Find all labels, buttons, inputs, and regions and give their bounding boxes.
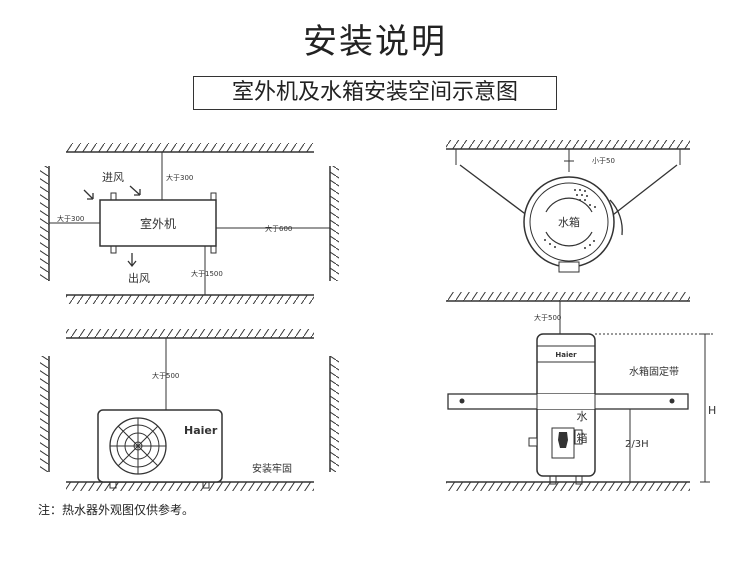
outdoor-top-panel: 室外机 大于300 大于300 大于600 大于1500 进风 出风 xyxy=(40,143,339,304)
air-out-label: 出风 xyxy=(128,271,150,285)
floor-hatch xyxy=(66,295,314,304)
left-wall-hatch xyxy=(40,166,49,281)
tank-top-panel: 小于50 水箱 xyxy=(446,140,690,273)
subtitle-box: 室外机及水箱安装空间示意图 xyxy=(193,76,557,110)
ceiling-hatch-4 xyxy=(446,292,690,301)
dim-top-label-2: 大于500 xyxy=(152,371,179,380)
tank-side-label-2: 箱 xyxy=(577,431,588,445)
outdoor-unit-box xyxy=(99,199,217,247)
page-title: 安装说明 xyxy=(303,22,447,62)
secure-label: 安装牢固 xyxy=(252,462,292,475)
floor-hatch-2 xyxy=(66,482,314,491)
left-wall-hatch-2 xyxy=(40,356,49,472)
ceiling-hatch-2 xyxy=(66,329,314,338)
floor-hatch-4 xyxy=(446,482,690,491)
air-in-arrow-right xyxy=(129,185,141,196)
vent-dots xyxy=(544,189,596,249)
tank-brand: Haier xyxy=(555,351,577,359)
dim-right-label: 大于600 xyxy=(265,224,292,233)
h-label: H xyxy=(708,404,716,417)
tank-side-panel: 大于500 Haier 水 箱 水箱固定带 H 2/3H xyxy=(446,292,716,491)
two-thirds-h-label: 2/3H xyxy=(625,439,649,450)
ceiling-hatch xyxy=(66,143,314,152)
dim-less-50: 小于50 xyxy=(592,156,615,165)
right-wall-hatch xyxy=(330,166,339,281)
dim-top-label: 大于300 xyxy=(166,173,193,182)
fan-icon xyxy=(109,417,167,475)
outdoor-side-panel: 大于500 Haier 安装牢固 xyxy=(40,329,339,491)
haier-logo: Haier xyxy=(184,424,218,437)
tank-side-label-1: 水 xyxy=(577,410,588,423)
tank-top-label: 水箱 xyxy=(558,215,580,229)
dim-bottom-label: 大于1500 xyxy=(191,269,223,278)
thermometer-icon xyxy=(558,432,568,448)
air-in-label: 进风 xyxy=(102,171,124,184)
outdoor-unit-label: 室外机 xyxy=(140,216,176,231)
dim-top-label-4: 大于500 xyxy=(534,313,561,322)
strap-label: 水箱固定带 xyxy=(629,365,679,378)
ceiling-hatch-3 xyxy=(446,140,690,149)
air-out-arrow xyxy=(127,253,137,268)
tank-outlet xyxy=(558,261,580,273)
appearance-note: 注：热水器外观图仅供参考。 xyxy=(38,503,195,517)
dim-left-label: 大于300 xyxy=(57,214,84,223)
air-in-arrow-left xyxy=(83,189,94,200)
right-wall-hatch-2 xyxy=(330,356,339,472)
